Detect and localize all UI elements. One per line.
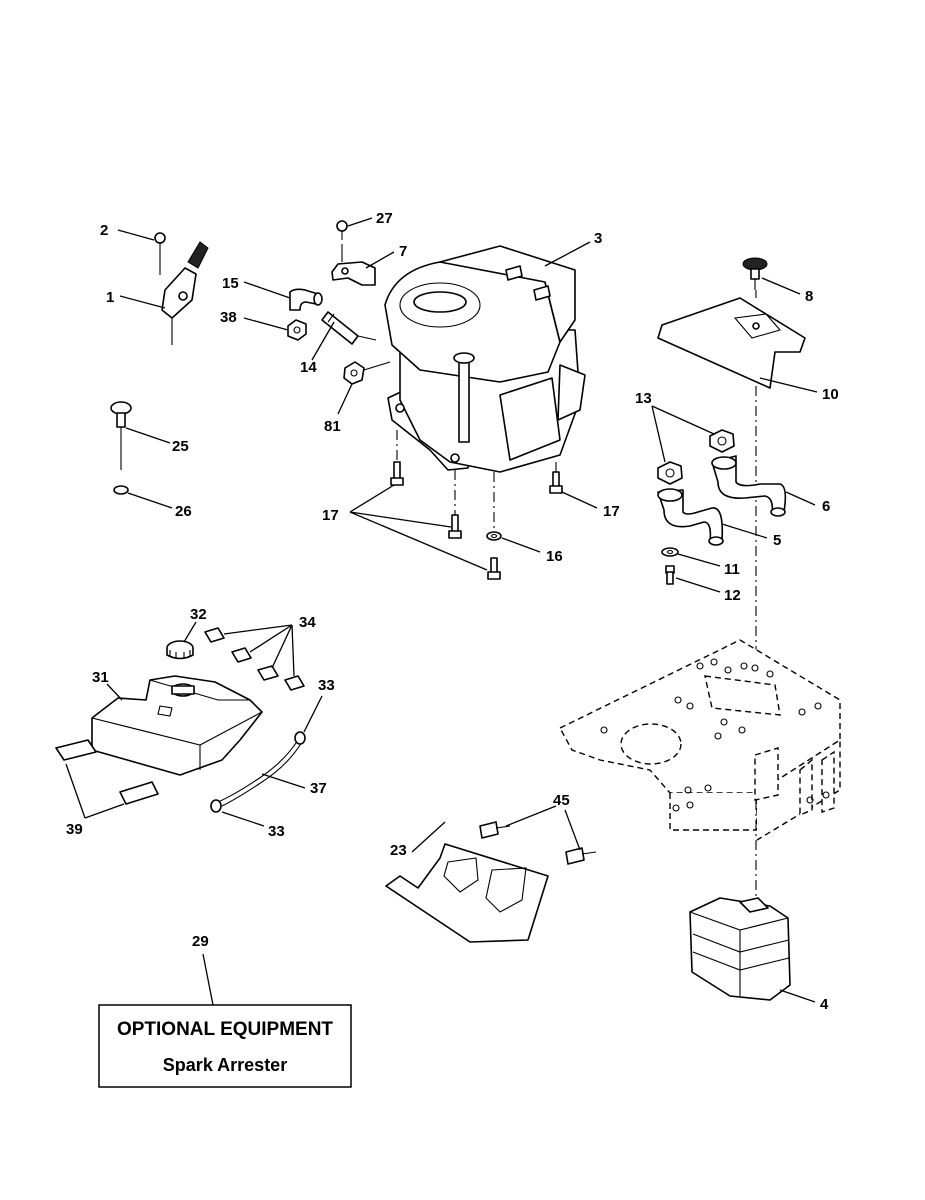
screw-27-part — [336, 220, 348, 262]
callout-26: 26 — [175, 503, 192, 520]
callout-37: 37 — [310, 780, 327, 797]
optional-equipment-title: OPTIONAL EQUIPMENT — [117, 1019, 333, 1040]
callout-32: 32 — [190, 606, 207, 623]
callout-6: 6 — [822, 498, 830, 515]
pads-39-part — [55, 739, 159, 805]
nut-38-part — [287, 319, 307, 341]
callout-7: 7 — [399, 243, 407, 260]
callout-8: 8 — [805, 288, 813, 305]
fuel-tank-31-part — [91, 675, 263, 776]
deflector-23-part — [385, 843, 549, 943]
screws-45-part — [479, 821, 597, 865]
elbow-fitting-15-part — [289, 288, 323, 311]
callout-31: 31 — [92, 669, 109, 686]
callout-15: 15 — [222, 275, 239, 292]
clamp-7-part — [331, 261, 376, 286]
callout-16: 16 — [546, 548, 563, 565]
heat-shield-10-part — [657, 297, 806, 389]
callout-2: 2 — [100, 222, 108, 239]
callout-27: 27 — [376, 210, 393, 227]
frame-holes-part — [600, 658, 830, 812]
callout-34: 34 — [299, 614, 316, 631]
engine-part — [384, 245, 586, 473]
fuel-line-37-part — [217, 739, 303, 807]
optional-equipment-box — [98, 1004, 352, 1088]
fuel-cap-32-part — [166, 640, 194, 660]
callout-12: 12 — [724, 587, 741, 604]
muffler-4-part — [689, 897, 791, 1001]
fitting-81-part — [343, 361, 391, 385]
callout-33-top: 33 — [318, 677, 335, 694]
pipe-14-part — [321, 311, 377, 345]
callout-29: 29 — [192, 933, 209, 950]
callout-5: 5 — [773, 532, 781, 549]
washer-11-part — [661, 547, 679, 557]
callout-81: 81 — [324, 418, 341, 435]
callout-23: 23 — [390, 842, 407, 859]
callout-38: 38 — [220, 309, 237, 326]
callout-4: 4 — [820, 996, 829, 1013]
callout-39: 39 — [66, 821, 83, 838]
callout-10: 10 — [822, 386, 839, 403]
callout-45: 45 — [553, 792, 570, 809]
gaskets-13-part — [657, 429, 735, 485]
callout-17-left: 17 — [322, 507, 339, 524]
clamps-33-part — [210, 731, 306, 813]
spark-arrester-label: Spark Arrester — [163, 1055, 287, 1075]
callout-25: 25 — [172, 438, 189, 455]
callout-1: 1 — [106, 289, 114, 306]
knob-8-part — [742, 257, 768, 290]
callout-14: 14 — [300, 359, 317, 376]
callout-33-bottom: 33 — [268, 823, 285, 840]
chassis-frame-part — [559, 639, 841, 841]
washer-16-part — [486, 531, 502, 541]
pads-34-part — [204, 627, 305, 691]
bolt-12-part — [665, 565, 675, 585]
callout-13: 13 — [635, 390, 652, 407]
choke-knob-part — [110, 401, 132, 495]
bolts-17-part — [390, 461, 563, 580]
callout-17-right: 17 — [603, 503, 620, 520]
callout-3: 3 — [594, 230, 602, 247]
throttle-control-part — [154, 232, 209, 345]
exhaust-pipe-6-part — [711, 455, 787, 517]
exhaust-pipe-5-part — [657, 488, 724, 546]
callout-11: 11 — [724, 561, 740, 578]
